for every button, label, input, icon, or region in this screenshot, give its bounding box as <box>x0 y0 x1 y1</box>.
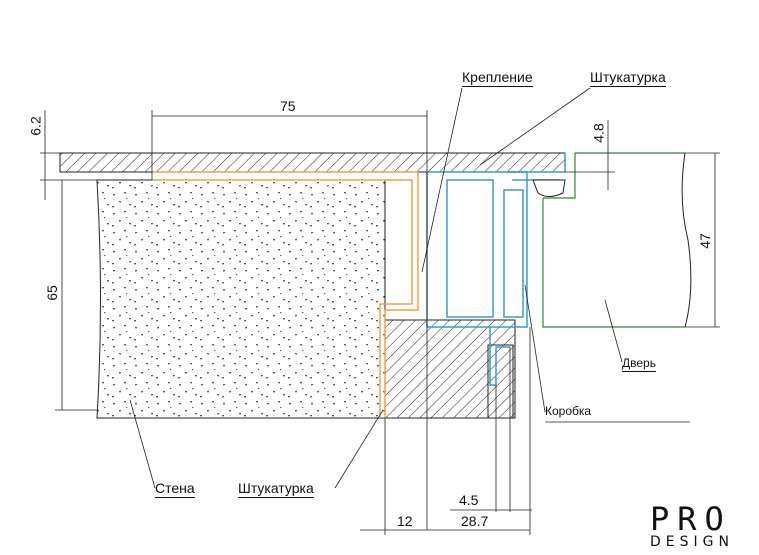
dim-65: 65 <box>43 285 60 301</box>
label-frame: Коробка <box>545 404 592 418</box>
pro-design-logo: PRO DESIGN <box>650 503 734 549</box>
logo-line1: PRO <box>650 500 732 538</box>
label-door: Дверь <box>622 356 656 372</box>
dim-6-2: 6.2 <box>27 116 44 136</box>
label-plaster-top: Штукатурка <box>590 69 666 87</box>
dim-12: 12 <box>397 513 413 529</box>
dim-4-8: 4.8 <box>590 123 607 143</box>
top-hatch <box>59 152 566 173</box>
label-plaster-bottom: Штукатурка <box>238 480 314 498</box>
seal <box>532 179 566 197</box>
dim-47: 47 <box>696 233 713 249</box>
label-wall: Стена <box>155 480 195 498</box>
wall-block <box>96 179 386 419</box>
door-panel <box>542 152 685 328</box>
logo-line2: DESIGN <box>650 534 734 550</box>
label-fastening: Крепление <box>462 69 533 87</box>
dim-4-5: 4.5 <box>459 492 479 508</box>
fastening-plate <box>152 171 419 418</box>
dim-28-7: 28.7 <box>461 513 489 529</box>
dim-75: 75 <box>280 98 296 114</box>
